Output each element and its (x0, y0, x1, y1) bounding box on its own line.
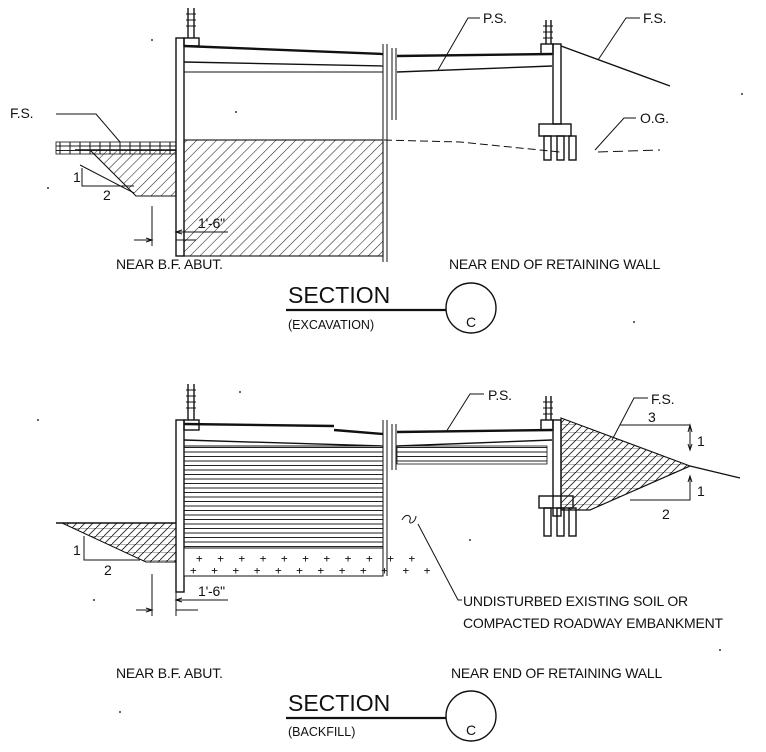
fs-right-label: F.S. (643, 10, 666, 26)
near-end-wall-label: NEAR END OF RETAINING WALL (449, 256, 660, 272)
section-marker-lower: C (466, 722, 476, 738)
slope-rise-label: 1 (73, 169, 81, 185)
fs-left-label: F.S. (10, 105, 33, 121)
undisturbed-label-line2: COMPACTED ROADWAY EMBANKMENT (463, 615, 724, 631)
svg-text:+ + + + + + + + + + + +: + + + + + + + + + + + + (190, 564, 434, 577)
near-end-wall-label-lower: NEAR END OF RETAINING WALL (451, 665, 662, 681)
section-title: SECTION (288, 282, 390, 308)
dimension-label-lower: 1'-6" (198, 583, 225, 599)
section-marker-circle (445, 282, 497, 334)
section-title-lower: SECTION (288, 690, 390, 716)
section-subtitle-lower: (BACKFILL) (288, 725, 355, 739)
fs-label-lower: F.S. (651, 391, 674, 407)
backfill-section: + + + + + + + + + + + + + + + + + + + + … (56, 384, 741, 742)
backfill-layers (183, 445, 384, 549)
scan-specks (37, 39, 743, 713)
right-backfill-wedge (560, 417, 692, 511)
near-bf-abut-label: NEAR B.F. ABUT. (116, 256, 223, 272)
slope-run-label: 2 (103, 187, 111, 203)
slope-rise-right-bottom-label: 1 (697, 483, 705, 499)
original-ground-line (383, 139, 561, 153)
bedding-layer: + + + + + + + + + + + + + + + + + + + + … (183, 547, 434, 577)
excavation-section: F.S. P.S. F.S. O.G. 1 2 1'-6" NEAR B.F. … (10, 8, 671, 334)
retaining-wall-lower (538, 396, 577, 537)
svg-text:+ + + + + + + + + + +: + + + + + + + + + + + (196, 552, 419, 565)
dimension-label: 1'-6" (198, 215, 225, 231)
ground-surface (55, 141, 177, 155)
slope-run-right-bottom-label: 2 (662, 506, 670, 522)
excavation-hatch (183, 139, 384, 257)
section-marker: C (466, 314, 476, 330)
ps-label: P.S. (483, 10, 507, 26)
og-label: O.G. (640, 110, 669, 126)
slope-rise-left-label: 1 (73, 542, 81, 558)
retaining-wall (538, 20, 577, 161)
slope-run-right-label: 3 (648, 409, 656, 425)
undisturbed-label-line1: UNDISTURBED EXISTING SOIL OR (463, 593, 688, 609)
section-subtitle: (EXCAVATION) (288, 318, 374, 332)
section-marker-circle-lower (445, 690, 497, 742)
near-bf-abut-label-lower: NEAR B.F. ABUT. (116, 665, 223, 681)
slope-run-left-label: 2 (104, 562, 112, 578)
slope-rise-right-top-label: 1 (697, 433, 705, 449)
ps-label-lower: P.S. (488, 387, 512, 403)
